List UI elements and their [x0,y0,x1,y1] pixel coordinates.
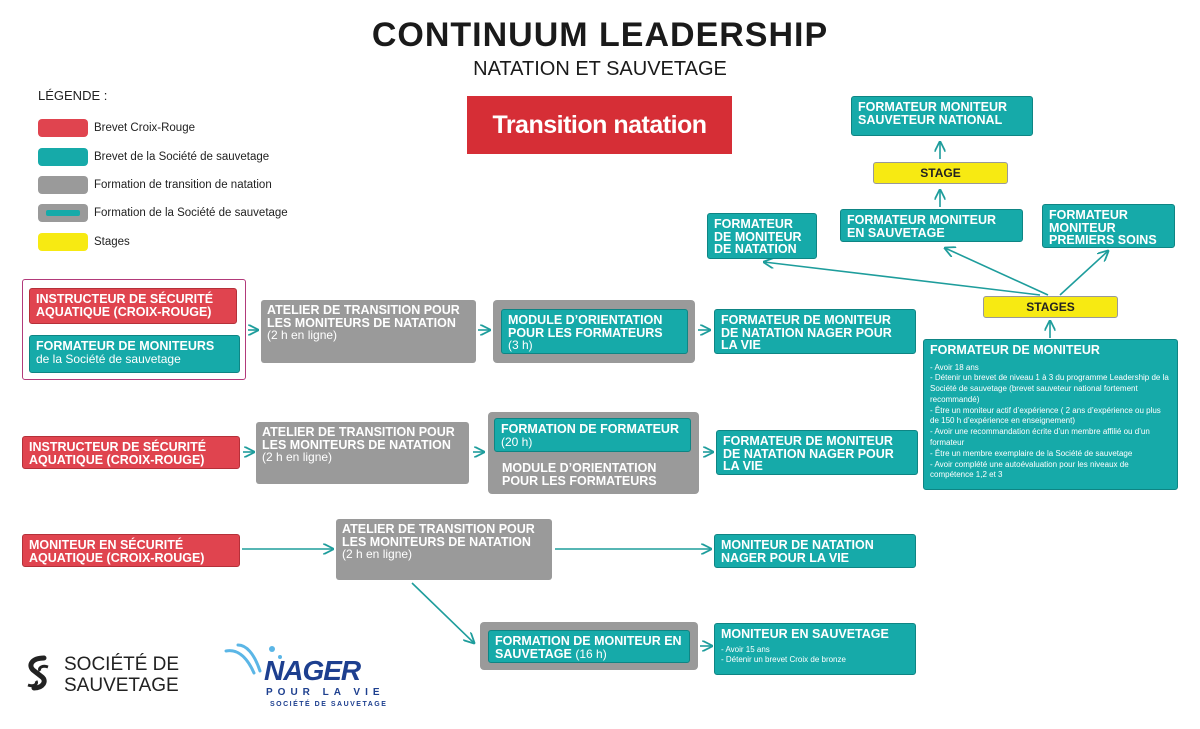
formateur-moniteur-box: FORMATEUR DE MONITEUR - Avoir 18 ans - D… [923,339,1178,490]
row2-result-label: FORMATEUR DE MONITEUR DE NATATION NAGER … [723,434,894,473]
requirement-item: - Être un moniteur actif d’expérience ( … [930,405,1161,426]
formateur-sauvetage-label: FORMATEUR MONITEUR EN SAUVETAGE [847,213,997,240]
row3-formation-sub: (16 h) [575,646,607,661]
row1-module-label: MODULE D’ORIENTATION POUR LES FORMATEURS [508,313,663,340]
row1-atelier-sub: (2 h en ligne) [267,328,338,342]
row2-module-label: MODULE D’ORIENTATION POUR LES FORMATEURS [502,461,657,488]
row1-module-sub: (3 h) [508,338,533,352]
row3-moniteur-sauvetage-box: MONITEUR EN SAUVETAGE - Avoir 15 ans - D… [714,623,916,675]
societe-small-text: SOCIÉTÉ DE SAUVETAGE [270,701,388,708]
requirement-item: - Avoir 15 ans [721,644,770,654]
row3-formation-label: FORMATION DE MONITEUR EN SAUVETAGE [495,634,682,661]
formateur-premiers-soins-box: FORMATEUR MONITEUR PREMIERS SOINS [1042,204,1175,248]
legend-swatch-red [38,119,88,137]
row1-formateur-moniteurs-box: FORMATEUR DE MONITEURS de la Société de … [29,335,240,373]
row1-atelier-label: ATELIER DE TRANSITION POUR LES MONITEURS… [267,303,460,330]
requirement-item: - Être un membre exemplaire de la Sociét… [930,448,1133,458]
stages-label: STAGES [1026,300,1075,314]
row3-result-label: MONITEUR DE NATATION NAGER POUR LA VIE [721,538,874,565]
transition-banner: Transition natation [467,96,732,154]
stage-label: STAGE [920,166,961,180]
arrow-to-natation [764,262,1041,296]
row1-instructeur-label: INSTRUCTEUR DE SÉCURITÉ AQUATIQUE (CROIX… [36,292,214,319]
formateur-national-box: FORMATEUR MONITEUR SAUVETEUR NATIONAL [851,96,1033,136]
row1-result-label: FORMATEUR DE MONITEUR DE NATATION NAGER … [721,313,892,352]
splash-icon [224,643,282,675]
row2-result-box: FORMATEUR DE MONITEUR DE NATATION NAGER … [716,430,918,475]
legend-label: Formation de transition de natation [94,179,272,191]
row1-module-box: MODULE D’ORIENTATION POUR LES FORMATEURS… [501,309,688,354]
formateur-moniteur-label: FORMATEUR DE MONITEUR [930,343,1100,357]
stage-box: STAGE [873,162,1008,184]
row3-result-box: MONITEUR DE NATATION NAGER POUR LA VIE [714,534,916,568]
row3-formation-box: FORMATION DE MONITEUR EN SAUVETAGE (16 h… [488,630,690,663]
row2-instructeur-box: INSTRUCTEUR DE SÉCURITÉ AQUATIQUE (CROIX… [22,436,240,469]
formateur-national-label: FORMATEUR MONITEUR SAUVETEUR NATIONAL [858,100,1008,127]
row1-formateur-moniteurs-label: FORMATEUR DE MONITEURS [36,339,215,353]
row3-atelier-label: ATELIER DE TRANSITION POUR LES MONITEURS… [342,522,535,549]
row2-formation-box: FORMATION DE FORMATEUR (20 h) [494,418,691,452]
societe-line2: SAUVETAGE [64,674,179,696]
row1-formateur-moniteurs-sub: de la Société de sauvetage [36,351,181,366]
page-title: CONTINUUM LEADERSHIP [371,16,829,54]
legend-label: Brevet Croix-Rouge [94,122,195,134]
nager-pour-la-vie-logo: NAGER POUR LA VIE SOCIÉTÉ DE SAUVETAGE [224,643,394,713]
row1-prereq-frame [22,279,246,380]
row3-atelier-sub: (2 h en ligne) [342,547,413,561]
arrow-to-premiers [1059,251,1108,296]
legend-swatch-graybar [38,204,88,222]
row2-atelier-box: ATELIER DE TRANSITION POUR LES MONITEURS… [256,422,469,484]
row2-module-text: MODULE D’ORIENTATION POUR LES FORMATEURS [496,458,694,490]
legend-swatch-gray [38,176,88,194]
row2-formation-label: FORMATION DE FORMATEUR [501,422,679,436]
requirement-item: - Avoir 18 ans [930,362,979,372]
formateur-natation-label: FORMATEUR DE MONITEUR DE NATATION [714,217,802,256]
row2-instructeur-label: INSTRUCTEUR DE SÉCURITÉ AQUATIQUE (CROIX… [29,440,207,467]
legend-label: Brevet de la Société de sauvetage [94,151,270,163]
row2-atelier-sub: (2 h en ligne) [262,450,333,464]
arrow-to-sauvetage [945,248,1049,296]
requirement-item: - Avoir complété une autoévaluation pour… [930,459,1129,480]
legend-label: Stages [94,236,130,248]
arrow-r3-diag [411,582,474,643]
row1-atelier-box: ATELIER DE TRANSITION POUR LES MONITEURS… [261,300,476,363]
row3-moniteur-label: MONITEUR EN SÉCURITÉ AQUATIQUE (CROIX-RO… [29,538,205,565]
page-subtitle: NATATION ET SAUVETAGE [473,58,727,80]
legend-swatch-yellow [38,233,88,251]
row3-moniteur-sauvetage-label: MONITEUR EN SAUVETAGE [721,627,889,641]
row2-formation-sub: (20 h) [501,434,533,449]
requirement-item: - Détenir un brevet Croix de bronze [721,655,846,665]
societe-sauvetage-mark-icon [27,655,49,691]
pour-la-vie-text: POUR LA VIE [266,687,385,698]
row3-moniteur-box: MONITEUR EN SÉCURITÉ AQUATIQUE (CROIX-RO… [22,534,240,567]
formateur-natation-box: FORMATEUR DE MONITEUR DE NATATION [707,213,817,259]
legend-swatch-teal [38,148,88,166]
requirement-item: - Avoir une recommandation écrite d’un m… [930,427,1150,448]
societe-line1: SOCIÉTÉ DE [64,654,180,675]
row1-instructeur-box: INSTRUCTEUR DE SÉCURITÉ AQUATIQUE (CROIX… [29,288,237,324]
nager-wordmark: NAGER [264,655,361,686]
legend-title: LÉGENDE : [38,88,108,103]
requirement-item: - Détenir un brevet de niveau 1 à 3 du p… [930,373,1169,404]
row2-atelier-label: ATELIER DE TRANSITION POUR LES MONITEURS… [262,425,455,452]
formateur-sauvetage-box: FORMATEUR MONITEUR EN SAUVETAGE [840,209,1023,242]
row1-result-box: FORMATEUR DE MONITEUR DE NATATION NAGER … [714,309,916,354]
row3-atelier-box: ATELIER DE TRANSITION POUR LES MONITEURS… [336,519,552,580]
legend-label: Formation de la Société de sauvetage [94,207,288,219]
societe-sauvetage-logo: SOCIÉTÉ DE SAUVETAGE [27,654,180,697]
stages-box: STAGES [983,296,1118,318]
formateur-premiers-soins-label: FORMATEUR MONITEUR PREMIERS SOINS [1049,208,1157,247]
